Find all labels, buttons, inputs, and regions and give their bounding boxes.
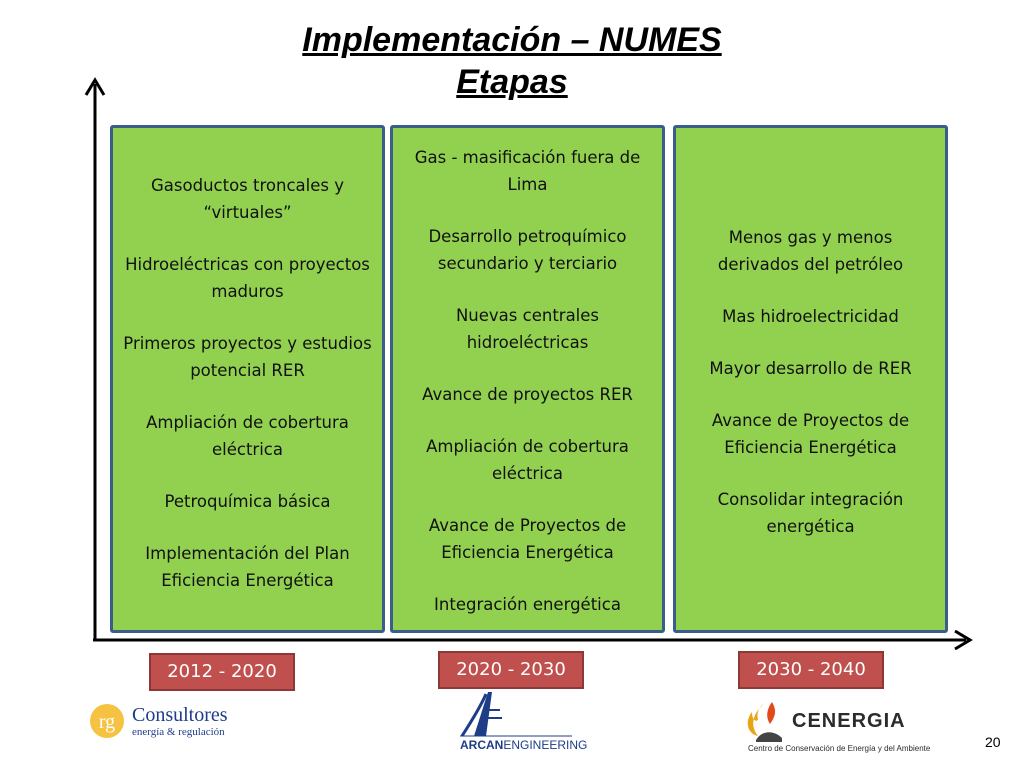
stage-item: Desarrollo petroquímico secundario y ter… xyxy=(428,227,627,273)
stage-panel-3: Menos gas y menos derivados del petróleo… xyxy=(673,125,948,633)
stage-item: Implementación del Plan Eficiencia Energ… xyxy=(145,544,350,590)
cenergia-flame-icon xyxy=(747,702,782,742)
stage-item: Consolidar integración energética xyxy=(717,490,904,536)
stage-item: Hidroeléctricas con proyectos maduros xyxy=(125,255,370,301)
stage-item: Ampliación de cobertura eléctrica xyxy=(146,413,349,459)
stage-item: Avance de proyectos RER xyxy=(422,385,633,404)
slide-title: Implementación – NUMES xyxy=(302,21,722,59)
period-label-1: 2012 - 2020 xyxy=(149,653,295,691)
stage-item: Avance de Proyectos de Eficiencia Energé… xyxy=(711,411,910,457)
stage-panel-2: Gas - masificación fuera de Lima Desarro… xyxy=(390,125,665,633)
y-axis-arrow xyxy=(84,77,106,96)
stage-item: Ampliación de cobertura eléctrica xyxy=(426,437,629,483)
rg-logo-mark-icon: rg xyxy=(90,704,124,738)
slide-subtitle: Etapas xyxy=(456,63,568,101)
x-axis-arrow xyxy=(954,629,973,651)
stage-item: Petroquímica básica xyxy=(164,492,331,511)
period-label-3: 2030 - 2040 xyxy=(738,651,884,689)
stage-panel-1: Gasoductos troncales y “virtuales” Hidro… xyxy=(110,125,385,633)
cenergia-subtitle: Centro de Conservación de Energía y del … xyxy=(748,744,931,753)
stage-item: Nuevas centrales hidroeléctricas xyxy=(455,306,600,352)
stage-item: Mayor desarrollo de RER xyxy=(709,359,912,378)
period-label-2: 2020 - 2030 xyxy=(438,651,584,689)
stage-item: Gasoductos troncales y “virtuales” xyxy=(151,176,344,222)
rg-consultores-logo: rg Consultores energía & regulación xyxy=(88,700,258,742)
arcan-wordmark-bold: ARCAN xyxy=(460,738,504,752)
stage-item: Integración energética xyxy=(434,595,621,614)
rg-logo-subtitle: energía & regulación xyxy=(132,726,225,738)
arcan-tower-icon xyxy=(460,692,572,737)
arcan-wordmark: ARCANENGINEERING xyxy=(460,738,587,752)
stage-item: Gas - masificación fuera de Lima xyxy=(414,148,641,194)
rg-logo-letters: rg xyxy=(99,711,115,733)
cenergia-logo: CENERGIA Centro de Conservación de Energ… xyxy=(742,700,982,753)
page-number: 20 xyxy=(985,734,1001,750)
stage-item: Mas hidroelectricidad xyxy=(722,307,899,326)
cenergia-name: CENERGIA xyxy=(792,710,906,732)
arcan-engineering-logo: ARCANENGINEERING xyxy=(452,688,587,756)
arcan-wordmark-rest: ENGINEERING xyxy=(503,738,588,752)
rg-logo-name: Consultores xyxy=(132,704,228,726)
stage-item: Primeros proyectos y estudios potencial … xyxy=(123,334,372,380)
stage-item: Avance de Proyectos de Eficiencia Energé… xyxy=(428,516,627,562)
stage-item: Menos gas y menos derivados del petróleo xyxy=(717,228,904,274)
